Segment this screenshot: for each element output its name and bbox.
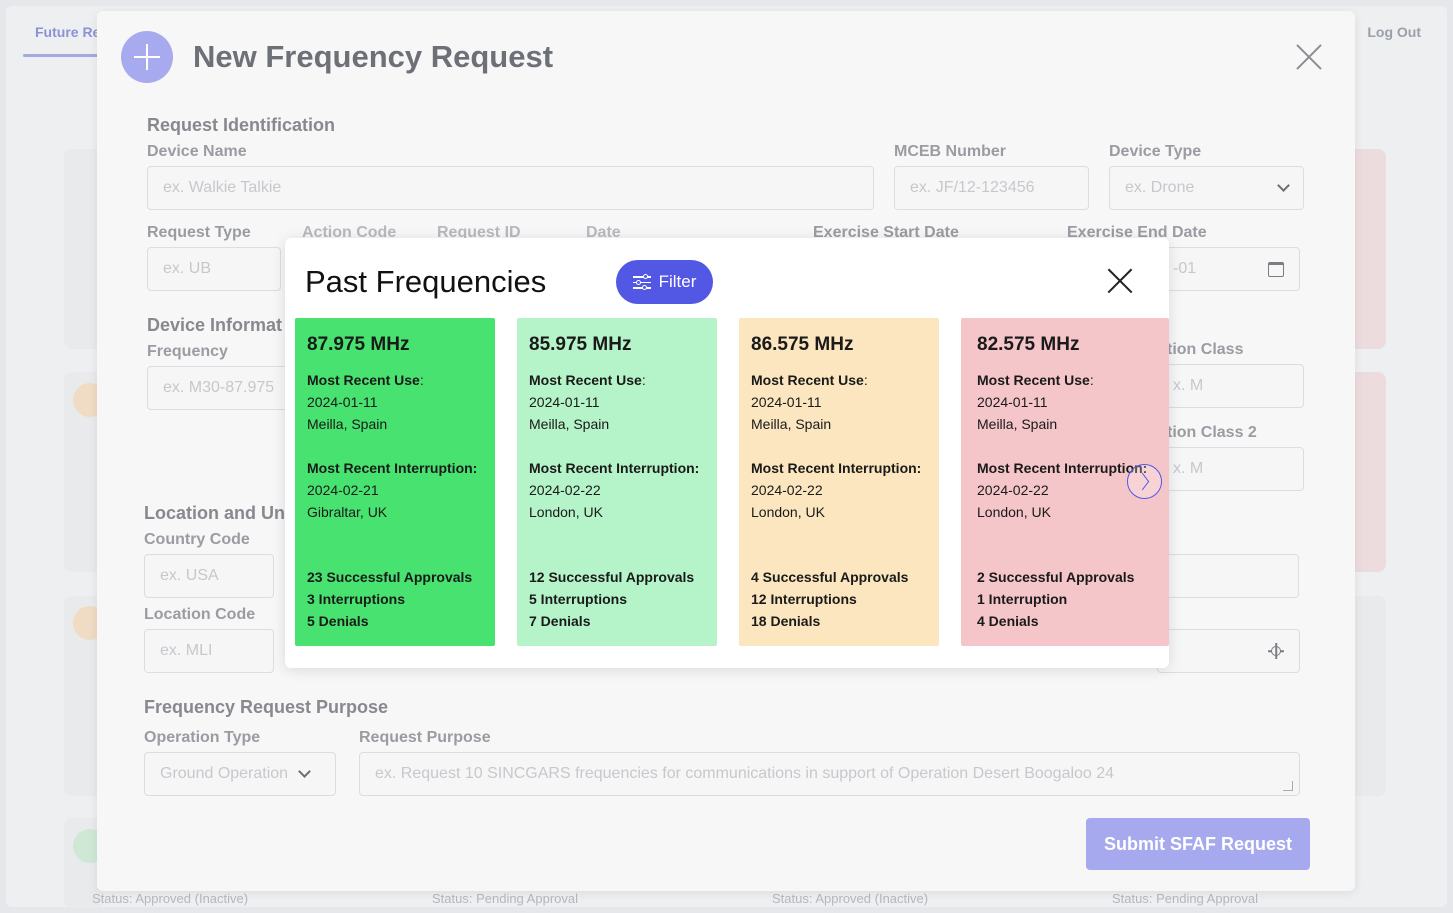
operation-type-label: Operation Type	[144, 729, 261, 746]
status-text: Status: Approved (Inactive)	[772, 891, 929, 906]
chevron-down-icon	[298, 765, 311, 778]
exercise-end-label: Exercise End Date	[1067, 224, 1207, 241]
country-code-label: Country Code	[144, 531, 250, 548]
recent-use-date: 2024-01-11	[977, 394, 1048, 410]
approvals-count: 4 Successful Approvals	[751, 569, 909, 585]
frequency-card[interactable]: 85.975 MHz Most Recent Use: 2024-01-11 M…	[517, 318, 717, 646]
operation-type-select[interactable]: Ground Operation	[144, 752, 336, 796]
station-class-2-input[interactable]: x. M	[1157, 447, 1304, 491]
recent-use-location: Meilla, Spain	[751, 416, 832, 432]
frequency-value: 85.975 MHz	[529, 334, 632, 355]
date-label: Date	[586, 224, 621, 241]
station-class-input[interactable]: x. M	[1157, 364, 1304, 408]
frequency-value: 87.975 MHz	[307, 334, 410, 355]
next-arrow-button[interactable]	[1127, 464, 1162, 499]
recent-use-label: Most Recent Use	[307, 372, 420, 388]
action-code-label: Action Code	[302, 224, 397, 241]
device-name-input[interactable]: ex. Walkie Talkie	[147, 166, 874, 210]
recent-use-date: 2024-01-11	[307, 394, 378, 410]
location-code-label: Location Code	[144, 606, 256, 623]
close-dialog-button[interactable]	[1107, 268, 1133, 294]
section-location-and-unit: Location and Un	[144, 503, 285, 523]
recent-interruption-location: London, UK	[529, 504, 603, 520]
past-frequencies-dialog: Past Frequencies Filter 87.975 MHz Most …	[285, 238, 1169, 668]
request-purpose-label: Request Purpose	[359, 729, 491, 746]
logout-button[interactable]: Log Out	[1367, 24, 1421, 40]
station-class-2-label: tion Class 2	[1167, 424, 1257, 441]
recent-use-date: 2024-01-11	[529, 394, 600, 410]
request-type-input[interactable]: ex. UB	[147, 247, 281, 291]
section-request-identification: Request Identification	[147, 115, 336, 135]
active-tab-indicator	[23, 54, 123, 57]
frequency-value: 82.575 MHz	[977, 334, 1080, 355]
section-request-purpose: Frequency Request Purpose	[144, 697, 389, 717]
recent-interruption-date: 2024-02-22	[529, 482, 601, 498]
close-modal-button[interactable]	[1295, 43, 1323, 71]
chevron-down-icon	[1277, 179, 1290, 192]
country-code-input[interactable]: ex. USA	[144, 554, 274, 598]
interruptions-count: 3 Interruptions	[307, 591, 406, 607]
approvals-count: 23 Successful Approvals	[307, 569, 473, 585]
frequency-card[interactable]: 87.975 MHz Most Recent Use: 2024-01-11 M…	[295, 318, 495, 646]
sliders-icon	[632, 274, 651, 290]
recent-interruption-date: 2024-02-21	[307, 482, 379, 498]
section-device-information: Device Informat	[147, 315, 283, 335]
station-class-label: tion Class	[1167, 341, 1244, 358]
request-purpose-textarea[interactable]: ex. Request 10 SINCGARS frequencies for …	[359, 752, 1300, 796]
location-code-input[interactable]: ex. MLI	[144, 629, 274, 673]
request-id-label: Request ID	[437, 224, 521, 241]
denials-count: 5 Denials	[307, 613, 369, 629]
interruptions-count: 5 Interruptions	[529, 591, 628, 607]
modal-title: New Frequency Request	[193, 39, 554, 74]
recent-use-location: Meilla, Spain	[307, 416, 388, 432]
device-type-label: Device Type	[1109, 143, 1202, 160]
recent-interruption-label: Most Recent Interruption:	[529, 460, 700, 476]
recent-use-label: Most Recent Use	[977, 372, 1090, 388]
recent-use-location: Meilla, Spain	[977, 416, 1058, 432]
exercise-start-label: Exercise Start Date	[813, 224, 959, 241]
status-text: Status: Pending Approval	[1112, 891, 1258, 906]
plus-icon	[121, 31, 173, 83]
recent-interruption-location: London, UK	[751, 504, 825, 520]
denials-count: 4 Denials	[977, 613, 1039, 629]
frequency-label: Frequency	[147, 343, 228, 360]
frequency-value: 86.575 MHz	[751, 334, 854, 355]
recent-use-label: Most Recent Use	[751, 372, 864, 388]
filter-button[interactable]: Filter	[616, 260, 713, 304]
interruptions-count: 12 Interruptions	[751, 591, 857, 607]
recent-interruption-label: Most Recent Interruption:	[977, 460, 1148, 476]
filter-label: Filter	[658, 272, 697, 291]
status-text: Status: Approved (Inactive)	[92, 891, 249, 906]
mceb-number-label: MCEB Number	[894, 143, 1007, 160]
coordinates-input[interactable]	[1157, 629, 1300, 673]
recent-interruption-label: Most Recent Interruption:	[751, 460, 922, 476]
approvals-count: 2 Successful Approvals	[977, 569, 1135, 585]
denials-count: 18 Denials	[751, 613, 821, 629]
location-detail-input[interactable]	[1157, 554, 1299, 598]
dialog-title: Past Frequencies	[305, 264, 547, 299]
frequency-card[interactable]: 86.575 MHz Most Recent Use: 2024-01-11 M…	[739, 318, 939, 646]
approvals-count: 12 Successful Approvals	[529, 569, 695, 585]
recent-interruption-location: London, UK	[977, 504, 1051, 520]
recent-interruption-date: 2024-02-22	[977, 482, 1049, 498]
exercise-end-input[interactable]: -01	[1157, 247, 1300, 291]
tab-future-requests[interactable]: Future Re	[35, 24, 101, 40]
status-text: Status: Pending Approval	[432, 891, 578, 906]
device-type-select[interactable]: ex. Drone	[1109, 166, 1304, 210]
interruptions-count: 1 Interruption	[977, 591, 1068, 607]
calendar-icon[interactable]	[1268, 261, 1284, 277]
recent-use-label: Most Recent Use	[529, 372, 642, 388]
request-type-label: Request Type	[147, 224, 251, 241]
submit-sfaf-request-button[interactable]: Submit SFAF Request	[1086, 818, 1310, 870]
device-name-label: Device Name	[147, 143, 247, 160]
recent-interruption-location: Gibraltar, UK	[307, 504, 388, 520]
mceb-number-input[interactable]: ex. JF/12-123456	[894, 166, 1089, 210]
recent-use-date: 2024-01-11	[751, 394, 822, 410]
crosshair-icon[interactable]	[1268, 643, 1284, 659]
denials-count: 7 Denials	[529, 613, 591, 629]
resize-handle[interactable]	[1283, 781, 1293, 791]
recent-use-location: Meilla, Spain	[529, 416, 610, 432]
recent-interruption-date: 2024-02-22	[751, 482, 823, 498]
recent-interruption-label: Most Recent Interruption:	[307, 460, 478, 476]
